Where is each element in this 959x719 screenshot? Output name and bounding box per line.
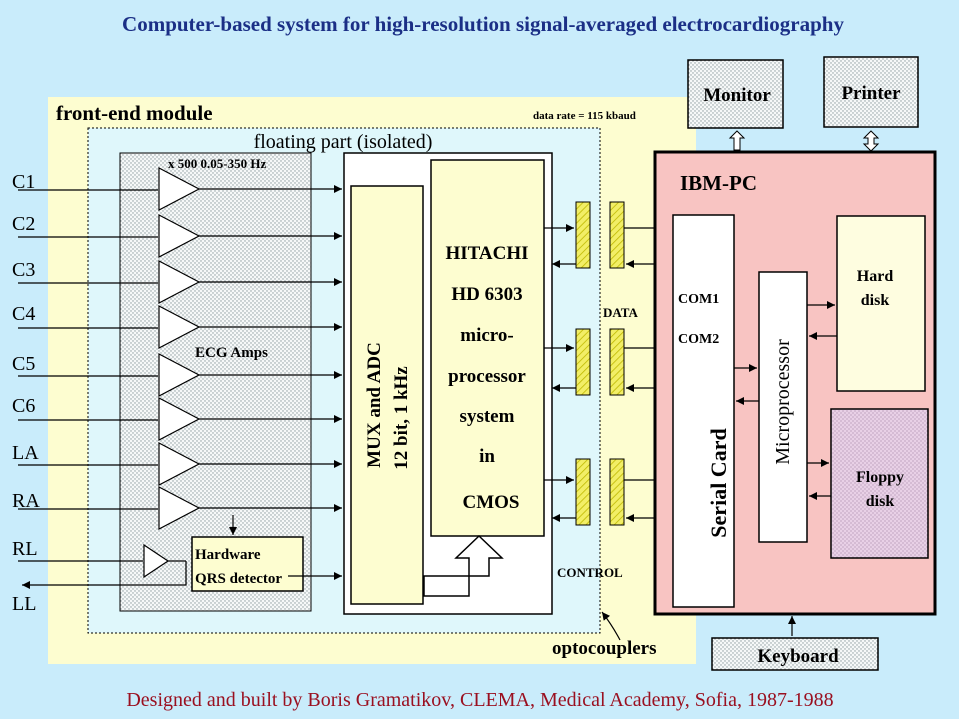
lead-label: C5 [12, 353, 35, 375]
ibm-pc-label: IBM-PC [680, 171, 757, 195]
amp-channel [18, 486, 342, 530]
amp-channel [18, 305, 342, 349]
optocouplers-label: optocouplers [552, 638, 657, 659]
amplifier-triangle [158, 214, 201, 258]
mcu-label-line: HITACHI [445, 243, 528, 264]
mcu-label-line: system [460, 406, 515, 427]
mcu-label-line: processor [448, 366, 526, 387]
floppy-label-line2: disk [866, 493, 895, 510]
adc-label-line2: 12 bit, 1 kHz [391, 366, 412, 470]
optocoupler [609, 458, 625, 526]
serial-card-box [672, 214, 735, 608]
data-rate-label: data rate = 115 kbaud [533, 110, 636, 122]
amplifier-triangle [158, 305, 201, 349]
amplifier-channels [18, 167, 342, 530]
gain-label: x 500 0.05-350 Hz [168, 156, 266, 171]
amplifier-triangle [158, 397, 201, 441]
optocoupler [609, 201, 625, 269]
mcu-label-line: micro- [460, 325, 513, 346]
mcu-label-line: in [479, 446, 495, 467]
amplifier-triangle [158, 260, 201, 304]
printer-arrow [862, 130, 880, 152]
ecg-amps-panel [119, 152, 312, 612]
optocouplers [575, 201, 625, 526]
printer-label: Printer [841, 83, 901, 104]
ecg-amps-label: ECG Amps [195, 345, 268, 361]
monitor-box [687, 59, 784, 129]
floating-part-label: floating part (isolated) [254, 131, 433, 153]
optocoupler [609, 328, 625, 396]
front-end-label: front-end module [56, 101, 213, 125]
microprocessor-label: Microprocessor [772, 339, 794, 465]
amp-channel [18, 353, 342, 397]
lead-label: C2 [12, 213, 35, 235]
lead-label: RL [12, 538, 38, 560]
amplifier-triangle [158, 486, 201, 530]
amp-channel [18, 442, 342, 486]
optocoupler [575, 201, 591, 269]
qrs-detector-box [191, 536, 304, 592]
lead-label: C3 [12, 259, 35, 281]
hitachi-mcu-block [430, 159, 545, 537]
com1-label: COM1 [678, 292, 719, 307]
serial-card-label: Serial Card [706, 428, 731, 537]
mcu-label-line: HD 6303 [451, 284, 522, 305]
lead-label: C1 [12, 171, 35, 193]
optocoupler [575, 458, 591, 526]
data-label: DATA [603, 305, 639, 320]
adc-to-mcu-arrow [423, 534, 504, 597]
pc-internal-arrows [734, 301, 837, 500]
control-label: CONTROL [557, 565, 623, 580]
optocouplers-pointer [601, 611, 621, 641]
amplifier-triangle [158, 167, 201, 211]
lead-label: LL [12, 593, 36, 615]
hard-disk-label-line1: Hard [857, 268, 894, 285]
printer-box [823, 56, 919, 128]
keyboard-box [711, 637, 879, 671]
com2-label: COM2 [678, 332, 719, 347]
amp-channel [18, 260, 342, 304]
mcu-label-line: CMOS [463, 492, 520, 513]
qrs-label-line1: Hardware [195, 547, 261, 563]
lead-labels: C1 C2 C3 C4 C5 C6 LA RA RL LL [12, 171, 40, 615]
amp-channel [18, 214, 342, 258]
monitor-label: Monitor [703, 85, 771, 106]
adc-label-line1: MUX and ADC [364, 342, 385, 468]
amp-channel [18, 397, 342, 441]
lead-label: C4 [12, 303, 35, 325]
keyboard-label: Keyboard [757, 646, 839, 667]
qrs-label-line2: QRS detector [195, 571, 282, 587]
floppy-label-line1: Floppy [856, 469, 904, 486]
amplifier-triangle [158, 442, 201, 486]
floppy-disk-box [830, 408, 929, 559]
amplifier-triangle [158, 353, 201, 397]
monitor-arrow [728, 130, 746, 151]
microprocessor-box [758, 271, 808, 543]
lead-label: C6 [12, 395, 35, 417]
lead-label: LA [12, 442, 39, 464]
hard-disk-label-line2: disk [861, 292, 890, 309]
mcu-label: HITACHI HD 6303 micro- processor system … [445, 243, 528, 513]
amp-channel [18, 167, 342, 211]
optocoupler [575, 328, 591, 396]
diagram-title: Computer-based system for high-resolutio… [122, 12, 844, 36]
rl-driver [18, 543, 187, 589]
mux-adc-inner [350, 185, 424, 605]
hard-disk-box [836, 215, 926, 392]
credit-line: Designed and built by Boris Gramatikov, … [126, 689, 833, 711]
lead-label: RA [12, 490, 40, 512]
rl-driver-triangle [143, 543, 170, 579]
